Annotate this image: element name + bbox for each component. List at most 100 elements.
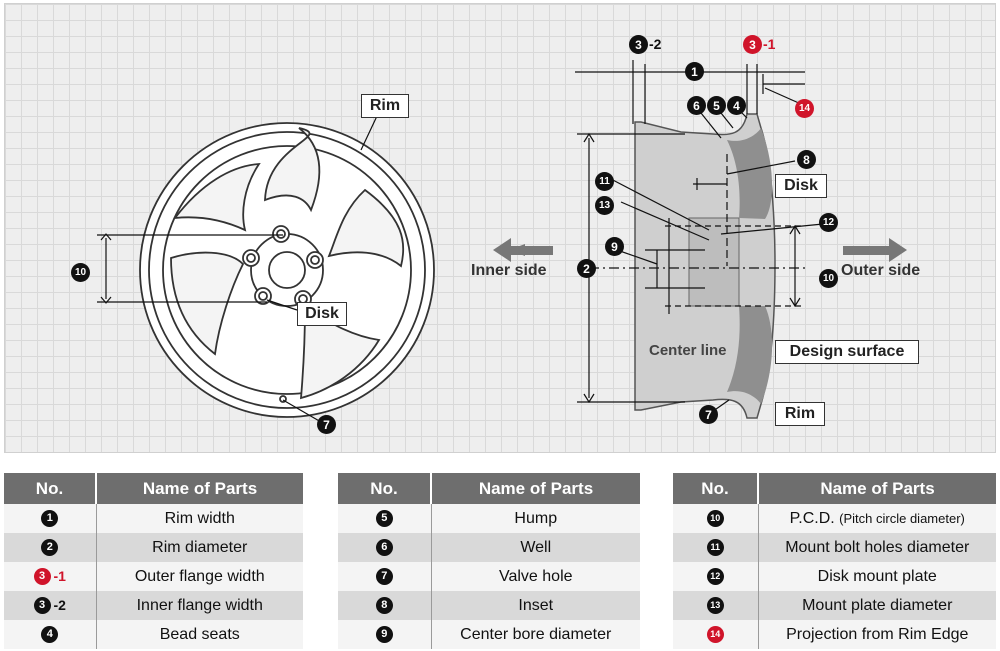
disk-label-front: Disk: [297, 302, 347, 326]
part-name: Valve hole: [498, 567, 573, 585]
part-number-badge: 1: [41, 509, 59, 527]
rim-label-side: Rim: [775, 402, 825, 426]
table-row: 7 Valve hole: [338, 562, 640, 591]
part-name: Hump: [514, 509, 558, 527]
part-number-cell: 5: [338, 504, 431, 533]
part-name-note: (Pitch circle diameter): [839, 510, 965, 526]
part-name: Projection from Rim Edge: [786, 625, 969, 643]
table-row: 14 Projection from Rim Edge: [673, 620, 996, 649]
part-name: Center bore diameter: [460, 625, 612, 643]
part-name: P.C.D.: [789, 509, 835, 527]
part-name: Outer flange width: [134, 567, 265, 585]
part-name-cell: Disk mount plate: [757, 562, 996, 591]
part-name-cell: Center bore diameter: [430, 620, 640, 649]
table-row: 1 Rim width: [4, 504, 303, 533]
part-name: Rim width: [164, 509, 235, 527]
part-name: Bead seats: [159, 625, 240, 643]
part-name-cell: Outer flange width: [95, 562, 303, 591]
badge-1: 1: [685, 62, 704, 81]
part-number-cell: 14: [673, 620, 758, 649]
table-row: 6 Well: [338, 533, 640, 562]
part-number-badge: 3: [33, 567, 51, 585]
table-row: 3-1 Outer flange width: [4, 562, 303, 591]
badge-2: 2: [577, 259, 596, 278]
table-row: 8 Inset: [338, 591, 640, 620]
outer-side-label: Outer side: [841, 262, 921, 279]
part-number-suffix: -2: [53, 597, 66, 614]
badge-7-side: 7: [699, 405, 718, 424]
part-name: Inset: [518, 596, 554, 614]
part-number-cell: 10: [673, 504, 758, 533]
header-name: Name of Parts: [95, 473, 303, 504]
part-number-badge: 5: [375, 509, 393, 527]
table-row: 5 Hump: [338, 504, 640, 533]
part-number-cell: 2: [4, 533, 96, 562]
part-number-cell: 11: [673, 533, 758, 562]
badge-8: 8: [797, 150, 816, 169]
part-number-badge: 8: [375, 596, 393, 614]
part-number-cell: 6: [338, 533, 431, 562]
part-name-cell: Rim width: [95, 504, 303, 533]
parts-table-2: No. Name of Parts 5 Hump 6 Well 7 Valve hole 8…: [338, 473, 640, 649]
part-name-cell: Well: [430, 533, 640, 562]
disk-label-side: Disk: [775, 174, 827, 198]
part-number-badge: 12: [706, 567, 724, 585]
part-name: Well: [520, 538, 552, 556]
part-name-cell: Inset: [430, 591, 640, 620]
part-name-cell: Mount bolt holes diameter: [757, 533, 996, 562]
header-name: Name of Parts: [430, 473, 640, 504]
badge-14: 14: [795, 99, 814, 118]
part-number-cell: 9: [338, 620, 431, 649]
table-row: 9 Center bore diameter: [338, 620, 640, 649]
part-number-badge: 11: [706, 538, 724, 556]
rim-label-front: Rim: [361, 94, 409, 118]
part-number-cell: 8: [338, 591, 431, 620]
part-number-cell: 3-2: [4, 591, 96, 620]
badge-13: 13: [595, 196, 614, 215]
badge-12: 12: [819, 213, 838, 232]
part-name: Mount plate diameter: [802, 596, 953, 614]
part-number-cell: 1: [4, 504, 96, 533]
table-header-row: No. Name of Parts: [4, 473, 303, 504]
table-header-row: No. Name of Parts: [338, 473, 640, 504]
table-row: 10 P.C.D. (Pitch circle diameter): [673, 504, 996, 533]
center-line-label: Center line: [649, 342, 727, 359]
wheel-diagram: [97, 60, 907, 423]
part-number-badge: 10: [706, 509, 724, 527]
table-row: 11 Mount bolt holes diameter: [673, 533, 996, 562]
parts-table-3: No. Name of Parts 10 P.C.D. (Pitch circle…: [673, 473, 996, 649]
diagram-panel: Rim Disk Inner side Outer side Disk Desi…: [4, 3, 996, 453]
badge-5: 5: [707, 96, 726, 115]
part-number-suffix: -1: [53, 568, 66, 585]
table-header-row: No. Name of Parts: [673, 473, 996, 504]
badge-6: 6: [687, 96, 706, 115]
badge-3-1: 3: [743, 35, 762, 54]
part-number-badge: 4: [41, 625, 59, 643]
part-number-cell: 3-1: [4, 562, 96, 591]
wheel-front-view: [139, 122, 435, 418]
header-no: No.: [673, 473, 758, 504]
badge-10-side: 10: [819, 269, 838, 288]
part-number-cell: 12: [673, 562, 758, 591]
badge-11: 11: [595, 172, 614, 191]
part-number-cell: 4: [4, 620, 96, 649]
part-name-cell: Valve hole: [430, 562, 640, 591]
part-name-cell: Inner flange width: [95, 591, 303, 620]
part-number-badge: 7: [375, 567, 393, 585]
part-name: Mount bolt holes diameter: [785, 538, 970, 556]
badge-3-2: 3: [629, 35, 648, 54]
part-number-badge: 9: [375, 625, 393, 643]
part-name-cell: Bead seats: [95, 620, 303, 649]
badge-3-1-suffix: -1: [763, 36, 776, 52]
part-number-badge: 14: [706, 625, 724, 643]
table-row: 13 Mount plate diameter: [673, 591, 996, 620]
badge-9: 9: [605, 237, 624, 256]
part-name-cell: P.C.D. (Pitch circle diameter): [757, 504, 996, 533]
badge-3-2-suffix: -2: [649, 36, 662, 52]
part-name-cell: Mount plate diameter: [757, 591, 996, 620]
part-number-cell: 7: [338, 562, 431, 591]
part-number-badge: 13: [706, 596, 724, 614]
part-name-cell: Projection from Rim Edge: [757, 620, 996, 649]
